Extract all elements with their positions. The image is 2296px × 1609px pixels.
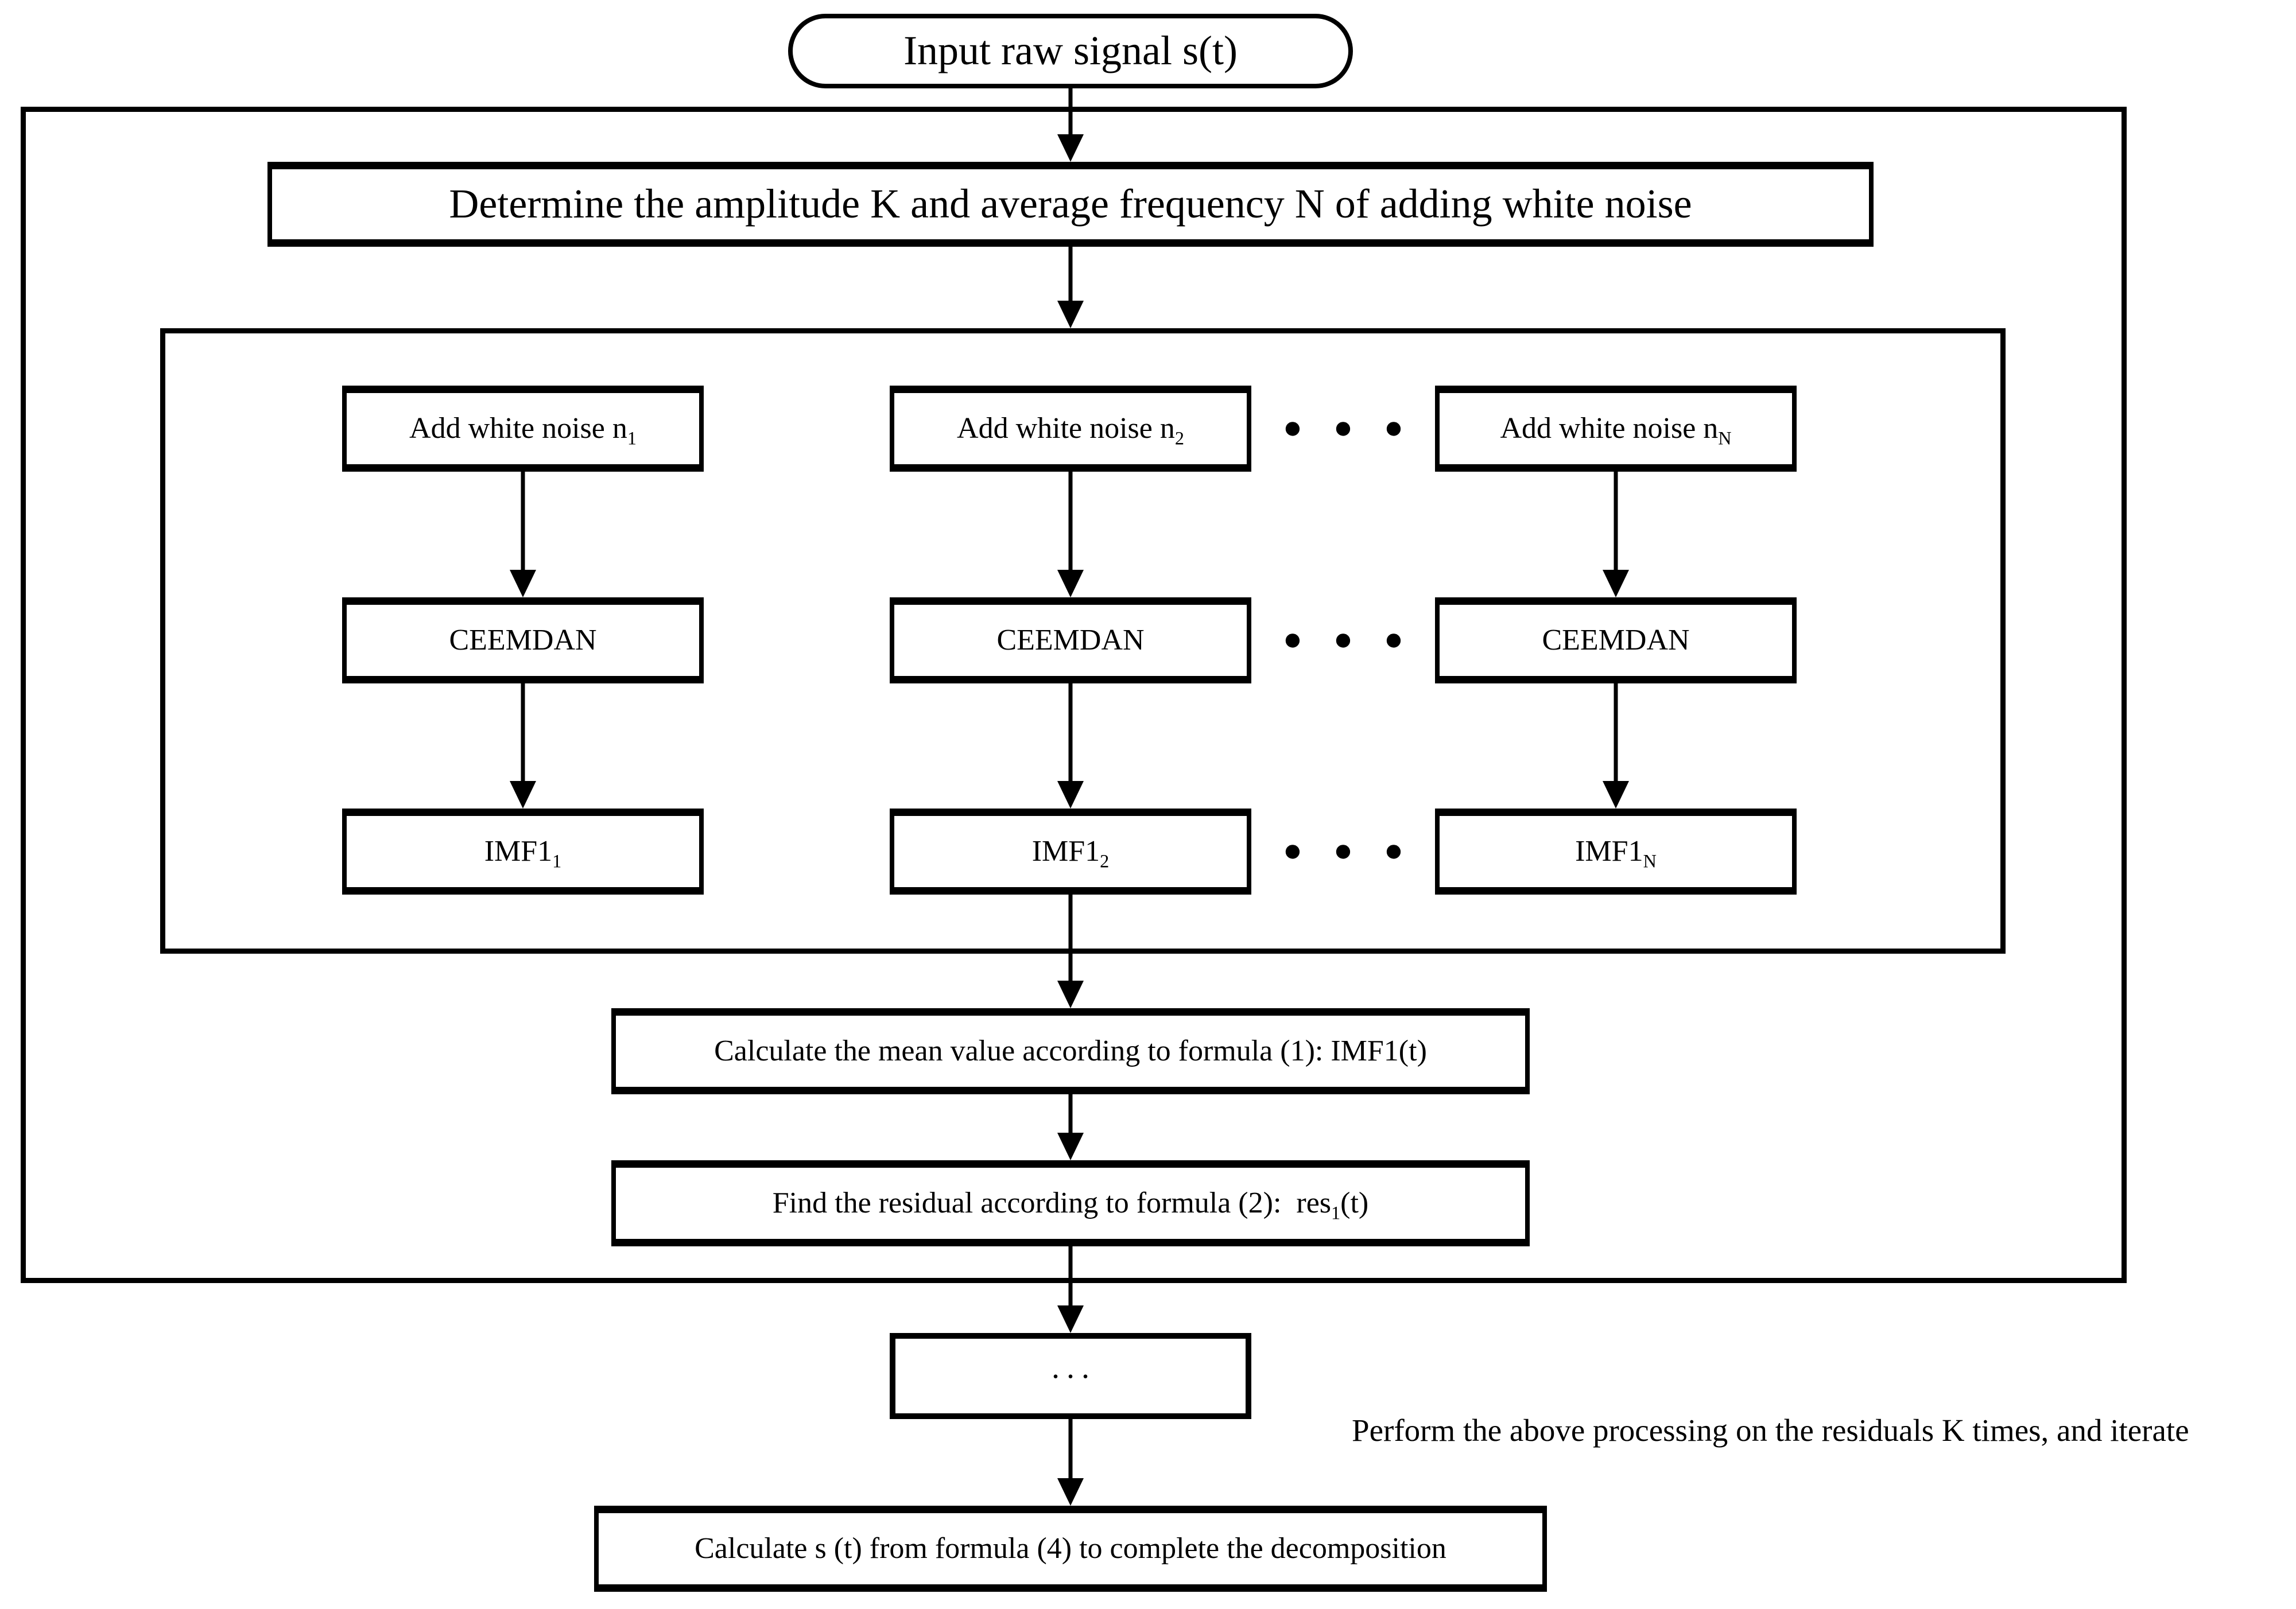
arrow-head bbox=[1057, 301, 1084, 328]
noise-box-2-subscript: 2 bbox=[1174, 427, 1184, 449]
arrow-residual-to-iteration bbox=[1057, 1246, 1084, 1333]
mean-value-node-label: Calculate the mean value according to fo… bbox=[714, 1035, 1427, 1068]
final-node-label: Calculate s (t) from formula (4) to comp… bbox=[695, 1532, 1446, 1565]
arrow-head bbox=[1603, 570, 1629, 597]
arrow-noise1-to-ceemdan1 bbox=[510, 472, 536, 597]
ceemdan-box-N-label: CEEMDAN bbox=[1542, 624, 1690, 657]
mean-value-node: Calculate the mean value according to fo… bbox=[611, 1008, 1530, 1094]
determine-node-label: Determine the amplitude K and average fr… bbox=[449, 181, 1692, 227]
residual-node-text-post: (t) bbox=[1340, 1187, 1369, 1220]
arrow-head bbox=[1057, 1478, 1084, 1506]
arrow-ceemdan1-to-imf1 bbox=[510, 683, 536, 809]
imf-box-2-subscript: 2 bbox=[1100, 850, 1110, 872]
noise-ensemble-frame bbox=[160, 328, 2006, 954]
arrow-head bbox=[1057, 570, 1084, 597]
arrow-head bbox=[1057, 134, 1084, 162]
start-node: Input raw signal s(t) bbox=[788, 14, 1353, 88]
determine-node: Determine the amplitude K and average fr… bbox=[267, 162, 1874, 247]
arrow-ceemdan2-to-imf2 bbox=[1057, 683, 1084, 809]
arrow-imf-to-mean bbox=[1057, 895, 1084, 1008]
arrow-determine-to-ensemble bbox=[1057, 247, 1084, 328]
residual-node-subscript: 1 bbox=[1331, 1202, 1341, 1223]
ceemdan-box-N: CEEMDAN bbox=[1435, 597, 1797, 683]
outer-process-frame bbox=[21, 107, 2127, 1283]
residual-node-text: Find the residual according to formula (… bbox=[772, 1187, 1332, 1220]
imf-box-2-text: IMF1 bbox=[1031, 835, 1100, 868]
arrow-mean-to-residual bbox=[1057, 1094, 1084, 1160]
final-node: Calculate s (t) from formula (4) to comp… bbox=[594, 1506, 1547, 1592]
imf-box-N: IMF1N bbox=[1435, 809, 1797, 895]
arrow-head bbox=[1057, 981, 1084, 1008]
iteration-side-note: Perform the above processing on the resi… bbox=[1352, 1413, 2189, 1448]
noise-box-N-subscript: N bbox=[1718, 427, 1732, 449]
iteration-ellipsis-label: ... bbox=[1052, 1350, 1096, 1386]
imf-row-dots: ··· bbox=[1278, 804, 1430, 899]
arrow-iteration-to-final bbox=[1057, 1419, 1084, 1506]
imf-box-1-text: IMF1 bbox=[484, 835, 553, 868]
noise-row-dots: ··· bbox=[1278, 381, 1430, 476]
noise-box-N-text: Add white noise n bbox=[1500, 412, 1719, 445]
arrow-head bbox=[1603, 781, 1629, 809]
ceemdan-box-2: CEEMDAN bbox=[890, 597, 1251, 683]
start-node-label: Input raw signal s(t) bbox=[903, 28, 1238, 74]
arrow-noise2-to-ceemdan2 bbox=[1057, 472, 1084, 597]
residual-node-label: Find the residual according to formula (… bbox=[772, 1187, 1369, 1222]
iteration-ellipsis-node: ... bbox=[890, 1333, 1251, 1419]
imf-box-2: IMF12 bbox=[890, 809, 1251, 895]
ceemdan-box-2-label: CEEMDAN bbox=[996, 624, 1145, 657]
arrow-start-to-determine bbox=[1057, 88, 1084, 162]
noise-box-2-text: Add white noise n bbox=[957, 412, 1175, 445]
arrow-head bbox=[510, 570, 536, 597]
imf-box-1-label: IMF11 bbox=[484, 835, 562, 870]
noise-box-1-label: Add white noise n1 bbox=[409, 412, 637, 448]
imf-box-N-text: IMF1 bbox=[1575, 835, 1643, 868]
noise-box-2-label: Add white noise n2 bbox=[957, 412, 1184, 448]
noise-box-N: Add white noise nN bbox=[1435, 386, 1797, 472]
noise-box-1-text: Add white noise n bbox=[409, 412, 627, 445]
noise-box-1: Add white noise n1 bbox=[342, 386, 704, 472]
arrow-ceemdanN-to-imfN bbox=[1603, 683, 1629, 809]
noise-box-N-label: Add white noise nN bbox=[1500, 412, 1731, 448]
arrow-head bbox=[1057, 1305, 1084, 1333]
imf-box-N-label: IMF1N bbox=[1575, 835, 1657, 870]
arrow-head bbox=[1057, 1133, 1084, 1160]
imf-box-1-subscript: 1 bbox=[552, 850, 562, 872]
ceemdan-box-1-label: CEEMDAN bbox=[449, 624, 597, 657]
ceemdan-row-dots: ··· bbox=[1278, 593, 1430, 688]
noise-box-1-subscript: 1 bbox=[627, 427, 637, 449]
residual-node: Find the residual according to formula (… bbox=[611, 1160, 1530, 1246]
noise-box-2: Add white noise n2 bbox=[890, 386, 1251, 472]
arrow-noiseN-to-ceemdanN bbox=[1603, 472, 1629, 597]
imf-box-1: IMF11 bbox=[342, 809, 704, 895]
ceemdan-box-1: CEEMDAN bbox=[342, 597, 704, 683]
arrow-head bbox=[510, 781, 536, 809]
arrow-head bbox=[1057, 781, 1084, 809]
imf-box-2-label: IMF12 bbox=[1031, 835, 1110, 870]
imf-box-N-subscript: N bbox=[1643, 850, 1657, 872]
